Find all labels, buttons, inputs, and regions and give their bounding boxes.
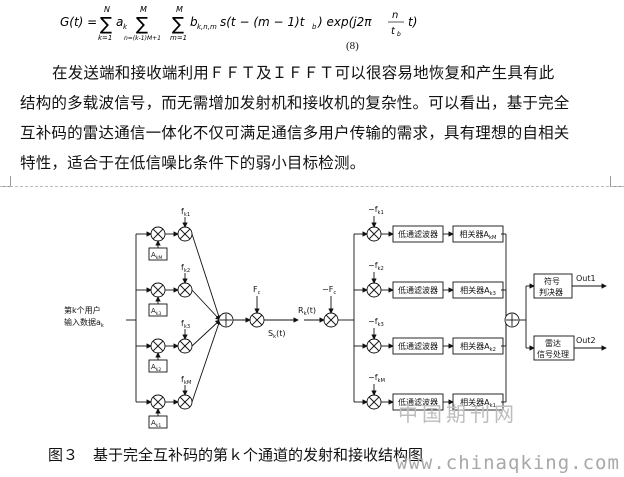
code-label-3: Ak1: [151, 419, 161, 429]
lpf-box-1-label: 低通滤波器: [398, 285, 438, 295]
to-adder-1: [191, 289, 221, 321]
section-divider: [0, 186, 624, 187]
to-adder-0: [191, 233, 222, 321]
formula-tail: t): [408, 15, 417, 29]
code-label-2: Ak2: [151, 363, 161, 373]
rx-mixer-1-x2: [368, 284, 380, 296]
watermark-site-name: 中国期刊网: [398, 402, 518, 426]
rx-carrier-mixer-x2: [325, 314, 337, 326]
paragraph-line-3: 互补码的雷达通信一体化不仅可满足通信多用户传输的需求，具有理想的自相关: [20, 124, 570, 142]
figure-caption: 图３ 基于完全互补码的第ｋ个通道的发射和接收结构图: [48, 446, 424, 464]
correlator-box-1-label: 相关器Ak3: [460, 285, 496, 297]
a-k-sub: k: [123, 23, 128, 31]
lpf-box-3-label: 低通滤波器: [398, 397, 438, 407]
watermark-url: www.chinaqking.com: [396, 452, 620, 474]
rx-freq-label-0: −fk1: [368, 205, 384, 216]
tx-freq-label-3: fkM: [181, 375, 191, 386]
sum-2-top: M: [140, 5, 147, 14]
b-sub: k,n,m: [197, 23, 217, 31]
code-label-0: AkM: [151, 251, 162, 261]
rx-mixer-2-x2: [368, 340, 380, 352]
to-adder-3: [191, 319, 222, 403]
paragraph-line-2: 结构的多载波信号，而无需增加发射机和接收机的复杂性。可以看出，基于完全: [20, 94, 570, 112]
signal-term-sub: b: [312, 23, 317, 31]
rx-mixer-0-x2: [368, 228, 380, 240]
radar-label-2: 信号处理: [537, 349, 569, 359]
rx-signal-label: Rk(t): [298, 306, 316, 317]
sum-3-bottom: m=1: [170, 34, 187, 42]
decider-label-1: 符号: [544, 276, 560, 286]
carrier-mixer-x2: [251, 314, 263, 326]
frac-num: n: [392, 10, 398, 21]
paragraph-line-1: 在发送端和接收端利用ＦＦＴ及ＩＦＦＴ可以很容易地恢复和产生具有此: [52, 64, 555, 82]
freq-mixer-2-x2: [179, 340, 191, 352]
correlator-box-0-label: 相关器AkM: [460, 229, 497, 241]
out1-label: Out1: [576, 274, 596, 283]
paragraph-line-4: 特性，适合于在低信噪比条件下的弱小目标检测。: [20, 154, 366, 172]
sum-2-sign: ∑: [136, 14, 148, 35]
out2-label: Out2: [576, 336, 596, 345]
code-label-1: Ak3: [151, 307, 161, 317]
input-label-line-1: 第k个用户: [64, 305, 101, 315]
formula-lhs: G(t) =: [60, 15, 97, 29]
code-mixer-2-x2: [152, 340, 164, 352]
equation-number: (8): [346, 40, 359, 52]
sum-1-bottom: k=1: [98, 34, 112, 42]
to-adder-2: [191, 319, 221, 347]
tx-signal-label: Sk(t): [268, 329, 285, 340]
sum-1-sign: ∑: [100, 14, 112, 35]
rx-mixer-3-x2: [368, 396, 380, 408]
tx-freq-label-0: fk1: [181, 207, 190, 218]
tx-freq-label-2: fk3: [181, 319, 190, 330]
radar-label-1: 雷达: [545, 338, 561, 348]
correlator-box-2-label: 相关器Ak2: [460, 341, 496, 353]
rx-freq-label-1: −fk2: [368, 261, 384, 272]
input-label-line-2: 输入数据ak: [64, 317, 104, 329]
b-term: b: [190, 15, 198, 29]
rx-carrier-label: −Fc: [322, 285, 336, 296]
equation-8: G(t) = N ∑ k=1 a k M ∑ n=(k-1)M+1 M ∑ m=…: [60, 5, 417, 42]
rx-freq-label-3: −fkM: [368, 373, 385, 384]
correlator-box-3-label: 相关器Ak1: [460, 397, 496, 409]
freq-mixer-1-x2: [179, 284, 191, 296]
signal-term: s(t − (m − 1)t: [220, 15, 306, 29]
carrier-label: Fc: [253, 285, 261, 296]
code-mixer-3-x2: [152, 396, 164, 408]
freq-mixer-0-x2: [179, 228, 191, 240]
sum-2-bottom: n=(k-1)M+1: [124, 35, 161, 42]
code-mixer-0-x2: [152, 228, 164, 240]
decider-box: [533, 273, 573, 299]
a-k-term: a: [116, 15, 123, 29]
code-mixer-1-x2: [152, 284, 164, 296]
sum-3-top: M: [176, 5, 183, 14]
sum-3-sign: ∑: [172, 14, 184, 35]
lpf-box-2-label: 低通滤波器: [398, 341, 438, 351]
exp-term: ) exp(j2π: [317, 15, 372, 29]
tx-freq-label-1: fk2: [181, 263, 190, 274]
frac-den: t: [391, 26, 396, 37]
rx-freq-label-2: −fk3: [368, 317, 384, 328]
lpf-box-0-label: 低通滤波器: [398, 229, 438, 239]
decider-label-2: 判决器: [539, 287, 563, 297]
freq-mixer-3-x2: [179, 396, 191, 408]
body-paragraph: 在发送端和接收端利用ＦＦＴ及ＩＦＦＴ可以很容易地恢复和产生具有此 结构的多载波信…: [20, 58, 610, 178]
sum-1-top: N: [104, 5, 110, 14]
frac-den-sub: b: [397, 31, 401, 38]
